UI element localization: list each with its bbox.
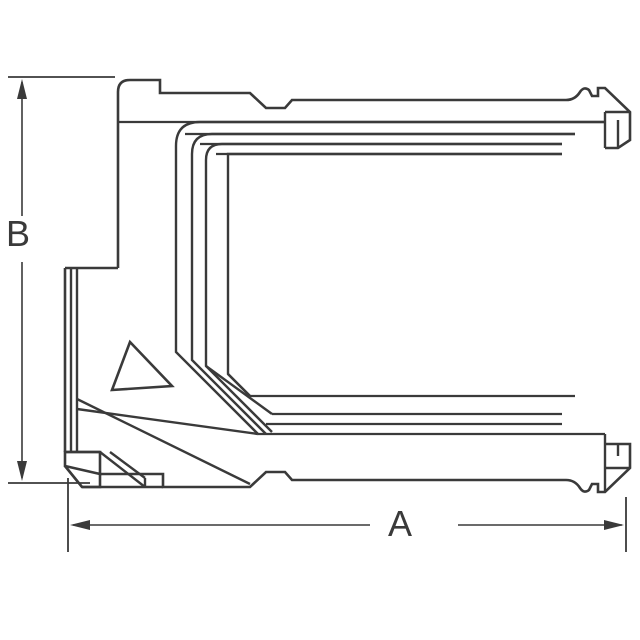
top-outer-profile xyxy=(116,78,632,268)
dimension-label-a: A xyxy=(388,503,413,544)
diagonal-rib-edge xyxy=(99,451,146,488)
diagonal-rib-lower xyxy=(76,407,259,436)
bottom-inner-chamfer-b xyxy=(205,365,273,415)
diagonal-rib-edge-2 xyxy=(109,451,146,479)
dimension-a-group xyxy=(67,478,627,552)
top-inner-curve-2 xyxy=(190,132,575,268)
jaw-inner-wall-2 xyxy=(190,268,267,435)
bottom-outer-profile xyxy=(100,442,632,494)
top-inner-curve-1 xyxy=(174,120,605,268)
top-inner-curve-3 xyxy=(204,142,562,268)
dim-b-arrowhead-top xyxy=(17,79,27,99)
jaw-inner-wall-1 xyxy=(174,268,259,435)
top-inner-curve-4 xyxy=(226,152,562,268)
dimension-b-group xyxy=(8,76,115,484)
dim-b-arrowhead-bottom xyxy=(17,461,27,481)
bottom-inner-chamfer-a xyxy=(227,373,251,397)
dim-a-arrowhead-right xyxy=(604,520,624,530)
dimension-label-b: B xyxy=(6,213,31,254)
triangle-pointer-icon xyxy=(110,339,175,392)
dim-a-arrowhead-left xyxy=(70,520,90,530)
